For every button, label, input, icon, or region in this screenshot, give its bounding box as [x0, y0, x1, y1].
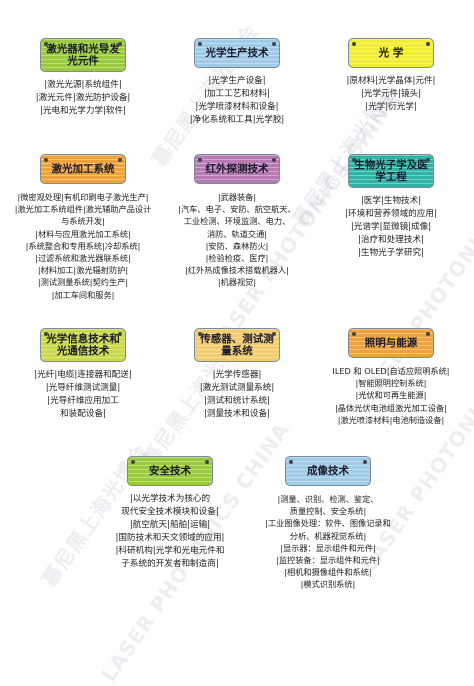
- item-text: |检验检疫、医疗|: [205, 253, 269, 264]
- category-card: 光学生产技术 |光学生产设备| |加工工艺和材料| |光学喷漆材料和设备| |净…: [162, 38, 312, 127]
- item-text: |材料与应用激光加工系统|: [35, 228, 131, 239]
- item-text: |晶体光伏电池组激光加工设备|: [335, 402, 447, 413]
- item-text: |激光加工系统组件|激光辅助产品设计: [14, 204, 152, 215]
- item-text: |机器视觉|: [217, 277, 257, 288]
- item-text: |微密观处理|有机印刷电子激光生产|: [17, 192, 149, 202]
- category-card: 激光加工系统 |微密观处理|有机印刷电子激光生产| |激光加工系统组件|激光辅助…: [8, 154, 158, 301]
- category-card: 光 学 |原材料|光学晶体|元件| |光学元件|镜头| |光学|衍光学|: [316, 38, 466, 114]
- category-card: 生物光子学及医学工程 |医学|生物技术| |环境和营养领域的应用| |光谱学|显…: [316, 154, 466, 260]
- category-items: |微密观处理|有机印刷电子激光生产| |激光加工系统组件|激光辅助产品设计 与系…: [8, 191, 158, 301]
- item-text: |环境和营养领域的应用|: [345, 209, 437, 219]
- item-text: |激光喷漆材料|电池制造设备|: [337, 414, 445, 425]
- item-text: |智能照明控制系统|: [355, 378, 427, 389]
- category-card: 红外探测技术 |武器装备| |汽车、电子、安防、航空航天、 工业检测、环境监测、…: [162, 154, 312, 289]
- category-label[interactable]: 光 学: [348, 38, 434, 68]
- category-label[interactable]: 照明与能源: [348, 328, 434, 358]
- item-text: |光学元件|镜头|: [360, 89, 422, 99]
- item-text: |测试和统计系统|: [204, 396, 270, 406]
- item-text: |安防、森林防火|: [205, 240, 269, 251]
- item-text: |汽车、电子、安防、航空航天、: [178, 204, 296, 215]
- category-items: |光纤|电缆|连接器和配送| |光导纤维测试测量| |光导纤维应用加工 和装配设…: [8, 369, 158, 421]
- item-text: |加工工艺和材料|: [204, 89, 270, 99]
- category-label[interactable]: 激光器和光导发光元件: [40, 38, 126, 72]
- item-text: 现代安全技术模块和设备|: [121, 507, 219, 517]
- category-items: |原材料|光学晶体|元件| |光学元件|镜头| |光学|衍光学|: [316, 75, 466, 114]
- item-text: |相机和摄像组件和系统|: [284, 567, 372, 578]
- category-items: ILED 和 OLED|自适应照明系统| |智能照明控制系统| |光伏和可再生能…: [316, 365, 466, 426]
- category-label[interactable]: 传感器、测试测量系统: [194, 328, 280, 362]
- item-text: |过滤系统和激光器联系统|: [35, 253, 131, 264]
- item-text: |光谱学|显微镜|成像|: [350, 222, 432, 232]
- category-label[interactable]: 安全技术: [127, 456, 213, 486]
- item-text: |航空航天|船舶|运输|: [129, 520, 211, 530]
- item-text: |光电和光学力学|软件|: [39, 106, 127, 116]
- item-text: |治疗和处理技术|: [358, 235, 424, 245]
- category-label[interactable]: 成像技术: [285, 456, 371, 486]
- item-text: |光学生产设备|: [208, 76, 266, 86]
- item-text: 质量控制、安全系统|: [289, 506, 367, 517]
- item-text: |激光光源|系统组件|: [44, 80, 122, 90]
- category-items: |光学传感器| |激光测试测量系统| |测试和统计系统| |测量技术和设备|: [162, 369, 312, 421]
- category-card: 照明与能源 ILED 和 OLED|自适应照明系统| |智能照明控制系统| |光…: [316, 328, 466, 426]
- category-items: |激光光源|系统组件| |激光元件|激光防护设备| |光电和光学力学|软件|: [8, 79, 158, 118]
- item-text: |光纤|电缆|连接器和配送|: [34, 370, 132, 380]
- item-text: |光导纤维测试测量|: [45, 383, 121, 393]
- category-items: |医学|生物技术| |环境和营养领域的应用| |光谱学|显微镜|成像| |治疗和…: [316, 195, 466, 260]
- item-text: |光伏和可再生能源|: [355, 390, 427, 401]
- item-text: 和装配设备|: [60, 409, 106, 419]
- item-text: |以光学技术为核心的: [129, 494, 211, 504]
- category-label[interactable]: 生物光子学及医学工程: [348, 154, 434, 188]
- item-text: |生物光子学研究|: [358, 248, 424, 258]
- item-text: |科研机构|光学和光电元件和: [115, 546, 225, 556]
- item-text: |光学|衍光学|: [365, 102, 417, 112]
- item-text: |光学传感器|: [212, 370, 262, 380]
- item-text: |模式识别系统|: [300, 579, 356, 590]
- item-text: |光学喷漆材料和设备|: [195, 102, 279, 112]
- item-text: 消防、轨道交通|: [206, 228, 268, 239]
- category-items: |测量、识别、检测、鉴定、 质量控制、安全系统| |工业图像处理：软件、图像记录…: [246, 493, 410, 591]
- item-text: |材料加工|激光辐射防护|: [37, 265, 129, 276]
- item-text: 子系统的开发者和制造商|: [121, 559, 219, 569]
- item-text: |测量技术和设备|: [204, 409, 270, 419]
- category-items: |武器装备| |汽车、电子、安防、航空航天、 工业检测、环境监测、电力、 消防、…: [162, 191, 312, 289]
- item-text: ILED 和 OLED|自适应照明系统|: [332, 366, 450, 376]
- item-text: |光导纤维应用加工: [47, 396, 119, 406]
- item-text: 工业检测、环境监测、电力、: [183, 216, 291, 227]
- category-card: 成像技术 |测量、识别、检测、鉴定、 质量控制、安全系统| |工业图像处理：软件…: [246, 456, 410, 591]
- item-text: |医学|生物技术|: [360, 196, 422, 206]
- item-text: |系统整合和专用系统|冷却系统|: [25, 240, 141, 251]
- item-text: |原材料|光学晶体|元件|: [346, 76, 436, 86]
- category-items: |以光学技术为核心的 现代安全技术模块和设备| |航空航天|船舶|运输| |国防…: [90, 493, 250, 571]
- category-label[interactable]: 光学信息技术和光通信技术: [40, 328, 126, 362]
- item-text: |加工车间和服务|: [51, 289, 115, 300]
- category-card: 光学信息技术和光通信技术 |光纤|电缆|连接器和配送| |光导纤维测试测量| |…: [8, 328, 158, 421]
- category-card: 传感器、测试测量系统 |光学传感器| |激光测试测量系统| |测试和统计系统| …: [162, 328, 312, 421]
- item-text: |测量、识别、检测、鉴定、: [277, 494, 379, 504]
- item-text: |显示器：显示组件和元件|: [280, 542, 376, 553]
- item-text: |工业图像处理：软件、图像记录和: [265, 518, 391, 529]
- category-card: 激光器和光导发光元件 |激光光源|系统组件| |激光元件|激光防护设备| |光电…: [8, 38, 158, 118]
- category-label[interactable]: 光学生产技术: [194, 38, 280, 68]
- item-text: |测试测量系统|契约生产|: [37, 277, 129, 288]
- item-text: |红外热成像技术搭载机器人|: [185, 265, 289, 276]
- item-text: |净化系统和工具|光学胶|: [189, 115, 285, 125]
- category-card: 安全技术 |以光学技术为核心的 现代安全技术模块和设备| |航空航天|船舶|运输…: [90, 456, 250, 571]
- item-text: |监控装备：显示组件和元件|: [276, 555, 380, 566]
- category-items: |光学生产设备| |加工工艺和材料| |光学喷漆材料和设备| |净化系统和工具|…: [162, 75, 312, 127]
- item-text: |激光测试测量系统|: [199, 383, 275, 393]
- item-text: 分析、机器视觉系统|: [289, 530, 367, 541]
- item-text: 与系统开发|: [61, 216, 105, 227]
- category-label[interactable]: 激光加工系统: [40, 154, 126, 184]
- item-text: |激光元件|激光防护设备|: [35, 93, 131, 103]
- item-text: |国防技术和天文领域的应用|: [115, 533, 225, 543]
- item-text: |武器装备|: [217, 192, 257, 202]
- category-label[interactable]: 红外探测技术: [194, 154, 280, 184]
